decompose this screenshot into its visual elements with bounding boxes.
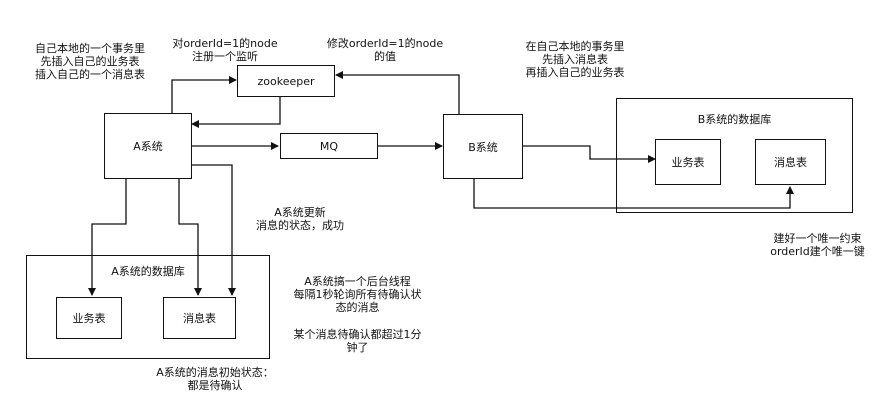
note-modify-node: 修改orderId=1的node 的值 xyxy=(326,37,444,63)
note-background-thread: A系统搞一个后台线程 每隔1秒轮询所有待确认状 态的消息 xyxy=(293,275,422,314)
arrow-b-to-zookeeper xyxy=(335,71,460,114)
zookeeper-node: zookeeper xyxy=(237,65,335,97)
arrow-a-to-a-message xyxy=(178,179,202,296)
b-business-table-label: 业务表 xyxy=(671,156,705,169)
a-system-node: A系统 xyxy=(104,113,192,179)
arrow-a-to-zookeeper xyxy=(171,76,237,113)
note-a-local-transaction: 自己本地的一个事务里 先插入自己的业务表 插入自己的一个消息表 xyxy=(35,42,145,81)
note-b-local-transaction: 在自己本地的事务里 先插入消息表 再插入自己的业务表 xyxy=(525,40,625,79)
zookeeper-label: zookeeper xyxy=(257,74,315,88)
mq-node: MQ xyxy=(280,133,378,159)
note-register-listener: 对orderId=1的node 注册一个监听 xyxy=(172,37,278,63)
note-initial-state: A系统的消息初始状态： 都是待确认 xyxy=(156,366,274,392)
a-database-title: A系统的数据库 xyxy=(111,265,185,278)
b-database-container: B系统的数据库 xyxy=(616,98,853,213)
b-message-table-label: 消息表 xyxy=(774,156,807,169)
b-system-label: B系统 xyxy=(468,140,498,154)
a-message-table-label: 消息表 xyxy=(183,312,216,325)
a-business-table-label: 业务表 xyxy=(72,312,106,325)
b-database-title: B系统的数据库 xyxy=(697,113,772,126)
b-system-node: B系统 xyxy=(443,114,523,179)
a-message-table: 消息表 xyxy=(163,297,236,339)
note-timeout: 某个消息待确认都超过1分 钟了 xyxy=(293,328,422,354)
arrow-b-to-b-message xyxy=(473,179,794,209)
mq-label: MQ xyxy=(319,139,339,153)
arrow-a-to-a-business xyxy=(88,179,127,296)
arrow-zookeeper-to-a xyxy=(191,97,281,128)
a-database-container: A系统的数据库 xyxy=(26,255,270,359)
note-unique-key: 建好一个唯一约束 orderId建个唯一键 xyxy=(770,232,865,258)
a-system-label: A系统 xyxy=(133,140,163,153)
a-business-table: 业务表 xyxy=(56,297,122,339)
b-message-table: 消息表 xyxy=(755,139,826,185)
b-business-table: 业务表 xyxy=(655,139,721,185)
note-a-update-status: A系统更新 消息的状态，成功 xyxy=(256,206,344,232)
arrow-a-update-message xyxy=(192,164,236,296)
arrow-b-to-b-business xyxy=(523,145,656,163)
